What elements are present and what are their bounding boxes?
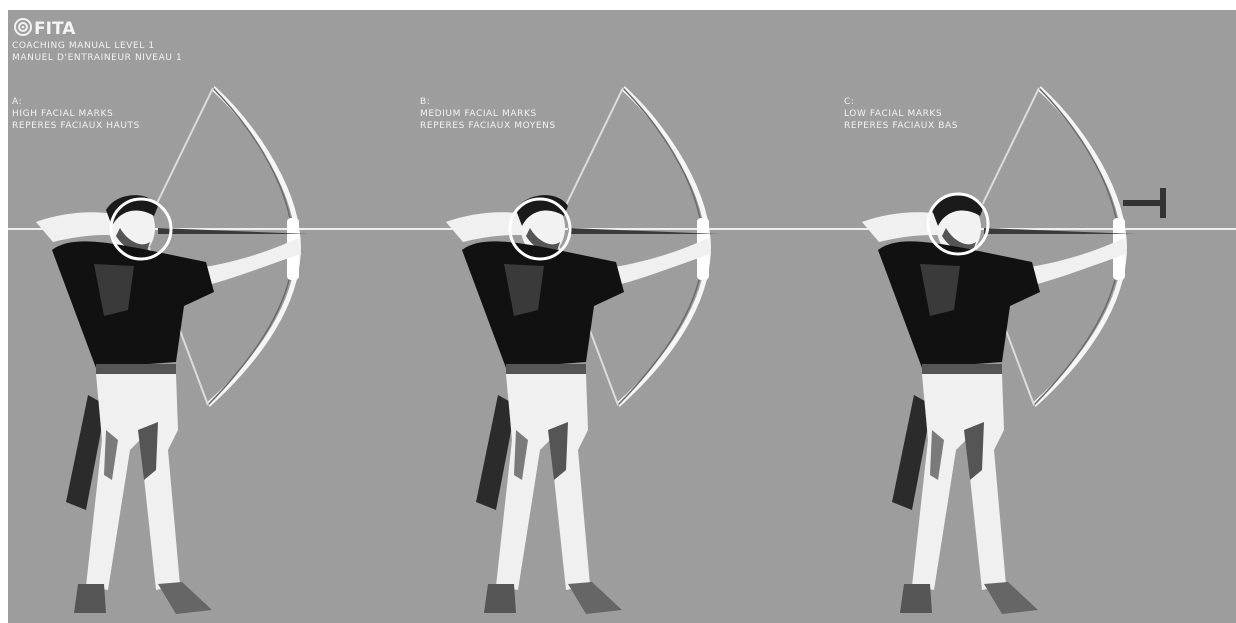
panel-a-label-english: High facial marks xyxy=(12,108,113,120)
panel-b-label-french: Reperes faciaux moyens xyxy=(420,120,556,132)
archer-figure-b xyxy=(446,88,718,614)
archer-illustration xyxy=(8,10,1236,623)
subtitle-french: Manuel d'entraineur niveau 1 xyxy=(12,52,182,64)
archer-figure-c xyxy=(862,88,1166,614)
panel-c-label-english: Low facial marks xyxy=(844,108,942,120)
archer-figure-a xyxy=(36,88,308,614)
panel-a-label-french: Reperes faciaux hauts xyxy=(12,120,140,132)
panel-c-letter: C: xyxy=(844,96,855,108)
panel-b-label-english: Medium facial marks xyxy=(420,108,537,120)
bow-sight xyxy=(1123,200,1163,206)
target-logo-icon xyxy=(14,18,32,36)
subtitle-english: Coaching Manual Level 1 xyxy=(12,40,155,52)
illustration-panel: FITA Coaching Manual Level 1 Manuel d'en… xyxy=(8,10,1236,623)
brand-name: FITA xyxy=(34,19,75,39)
panel-a-letter: A: xyxy=(12,96,22,108)
panel-c-label-french: Reperes faciaux bas xyxy=(844,120,958,132)
panel-b-letter: B: xyxy=(420,96,430,108)
